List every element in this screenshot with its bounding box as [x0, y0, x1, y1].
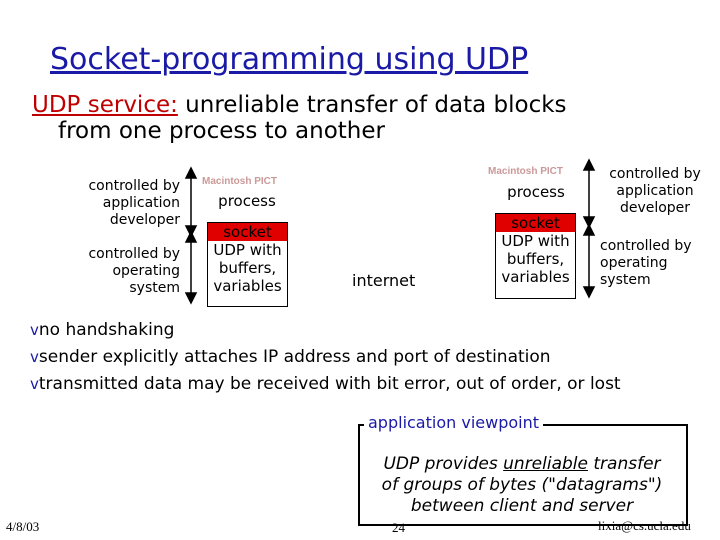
right-buffer-line: variables: [501, 268, 570, 286]
left-buffer-line: buffers,: [218, 259, 277, 277]
bullet-text: transmitted data may be received with bi…: [38, 374, 621, 394]
left-buffer-line: UDP with: [213, 241, 282, 259]
bullet-marker-icon: v: [30, 321, 39, 339]
subtitle-highlight: UDP service:: [32, 92, 178, 118]
right-process-label: process: [507, 183, 565, 201]
left-app-arrow: [184, 166, 198, 238]
right-app-label-line: application: [616, 183, 694, 199]
right-buffer-label: UDP with buffers, variables: [496, 232, 575, 286]
viewpoint-line-3: between client and server: [410, 496, 634, 516]
left-app-label-line: controlled by: [88, 178, 180, 194]
bullet-item: vsender explicitly attaches IP address a…: [30, 347, 551, 367]
right-socket-stack: socket UDP with buffers, variables: [495, 213, 576, 299]
viewpoint-text: UDP provides unreliable transfer of grou…: [360, 454, 684, 517]
bullet-marker-icon: v: [30, 348, 39, 366]
right-app-label-line: controlled by: [609, 166, 701, 182]
footer-email: lixia@cs.ucla.edu: [598, 518, 691, 533]
left-os-label: controlled by operating system: [70, 246, 180, 297]
right-os-label-line: system: [600, 272, 651, 288]
slide-title: Socket-programming using UDP: [50, 42, 529, 77]
viewpoint-line-2: of groups of bytes ("datagrams"): [381, 475, 663, 495]
right-socket-label: socket: [496, 214, 575, 232]
viewpoint-line-1: UDP provides unreliable transfer: [360, 454, 684, 475]
viewpoint-title: application viewpoint: [364, 413, 543, 432]
viewpoint-line-1-underlined: unreliable: [503, 454, 588, 474]
right-app-label-line: developer: [619, 200, 691, 216]
footer-date: 4/8/03: [6, 519, 40, 534]
right-os-label-line: operating: [600, 255, 668, 271]
network-diagram: [184, 158, 596, 316]
right-buffer-line: UDP with: [501, 232, 570, 250]
left-socket-label: socket: [208, 223, 287, 241]
subtitle-line-1: UDP service: unreliable transfer of data…: [32, 92, 567, 118]
right-os-label-line: controlled by: [600, 238, 692, 254]
right-os-label: controlled by operating system: [600, 238, 710, 289]
left-socket-stack: socket UDP with buffers, variables: [207, 222, 288, 307]
right-app-label: controlled by application developer: [600, 166, 710, 217]
bullet-item: vno handshaking: [30, 320, 174, 340]
internet-label: internet: [352, 271, 416, 290]
left-buffer-line: variables: [213, 277, 282, 295]
bullet-marker-icon: v: [30, 375, 39, 393]
subtitle-rest: unreliable transfer of data blocks: [177, 92, 567, 118]
bullet-text: no handshaking: [38, 320, 175, 340]
bullet-item: vtransmitted data may be received with b…: [30, 374, 621, 394]
left-os-label-line: controlled by: [88, 246, 180, 262]
right-os-arrow: [582, 223, 596, 299]
internet-cloud: [296, 233, 451, 316]
left-app-label-line: application: [102, 195, 180, 211]
left-os-label-line: operating: [112, 263, 180, 279]
footer-page-number: 24: [392, 520, 405, 535]
left-pict-label: Macintosh PICT: [202, 176, 278, 187]
right-buffer-line: buffers,: [506, 250, 565, 268]
left-app-label: controlled by application developer: [70, 178, 180, 229]
bullet-text: sender explicitly attaches IP address an…: [38, 347, 551, 367]
right-app-arrow: [582, 158, 596, 229]
left-buffer-label: UDP with buffers, variables: [208, 241, 287, 295]
viewpoint-line-1-pre: UDP provides: [383, 454, 504, 474]
left-os-label-line: system: [129, 280, 180, 296]
right-pict-label: Macintosh PICT: [488, 166, 564, 177]
viewpoint-line-1-post: transfer: [587, 454, 661, 474]
left-link: [285, 254, 321, 266]
subtitle-line-2: from one process to another: [58, 118, 385, 144]
left-os-arrow: [184, 230, 198, 305]
left-process-label: process: [218, 192, 276, 210]
left-app-label-line: developer: [109, 212, 180, 228]
